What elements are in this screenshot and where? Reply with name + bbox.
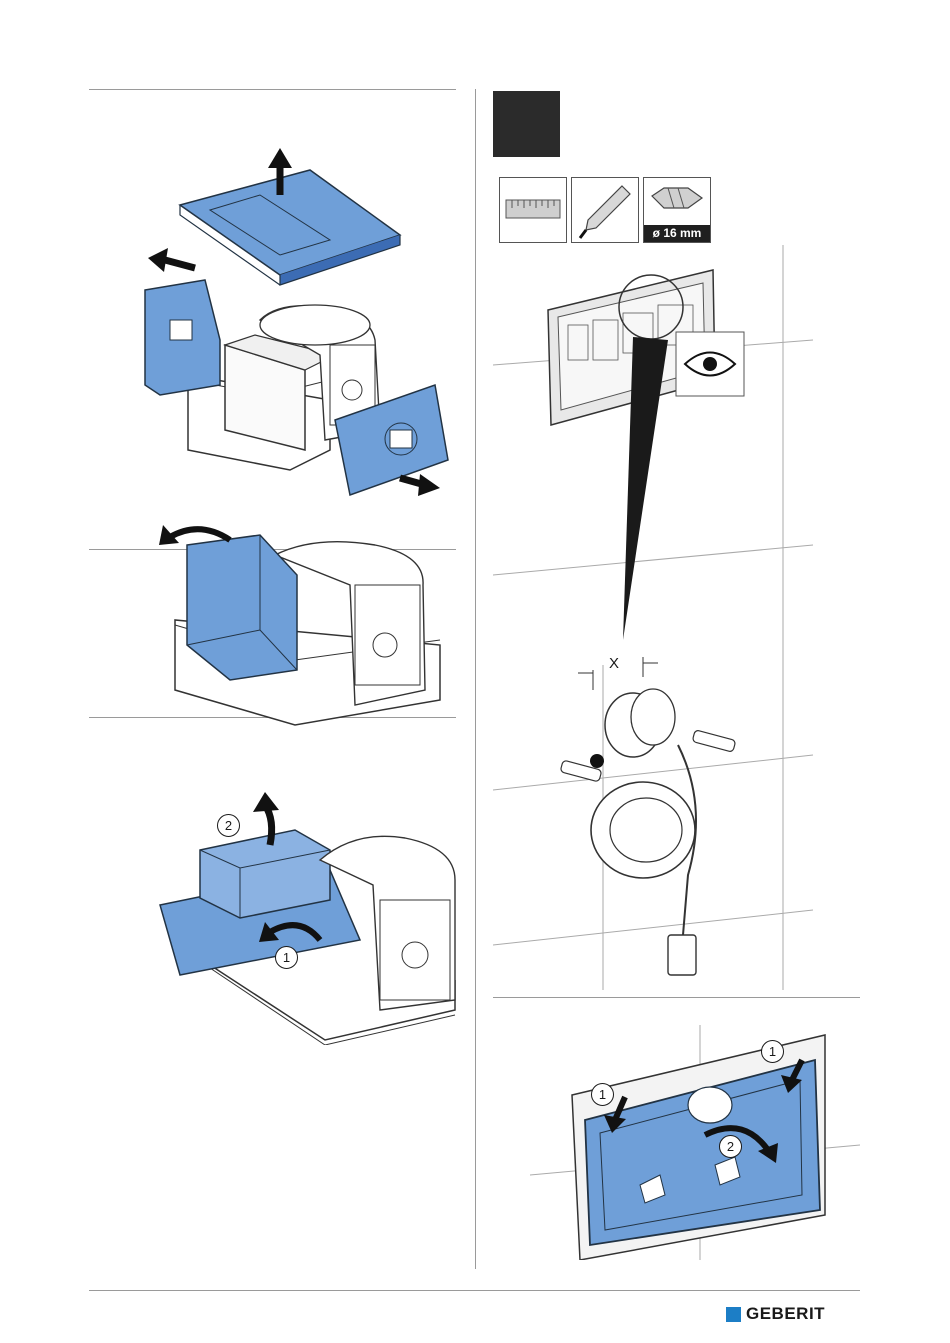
tool-pencil [571,177,639,243]
ruler-icon [500,178,566,242]
top-rule-left [89,89,456,90]
blue-carton [187,535,297,680]
remove-carton-illustration [155,515,455,740]
brand-logo: GEBERIT [726,1303,825,1325]
unpack-illustration [130,140,460,500]
callout-remove-sheet-1: 1 [275,946,298,969]
brand-logo-text: GEBERIT [746,1304,825,1324]
tool-drill: ø 16 mm [643,177,711,243]
divider-right-1 [493,997,860,998]
wall-measure-illustration [493,245,860,990]
callout-plate-press-left: 1 [591,1083,614,1106]
unfold-sheet-illustration [155,790,460,1045]
bottom-rule [89,1290,860,1291]
drill-diameter-label: ø 16 mm [644,225,710,242]
brand-logo-square [726,1307,741,1322]
top-protective-lid [180,170,400,275]
callout-remove-sheet-2: 2 [217,814,240,837]
dimension-x-label: X [609,655,619,672]
column-divider [475,89,476,1269]
callout-plate-press-right: 1 [761,1040,784,1063]
remove-plate-illustration [530,1025,860,1260]
pencil-icon [572,178,638,242]
step-number-block [493,91,560,157]
callout-plate-remove: 2 [719,1135,742,1158]
drill-bit-icon [644,178,710,226]
tool-ruler [499,177,567,243]
